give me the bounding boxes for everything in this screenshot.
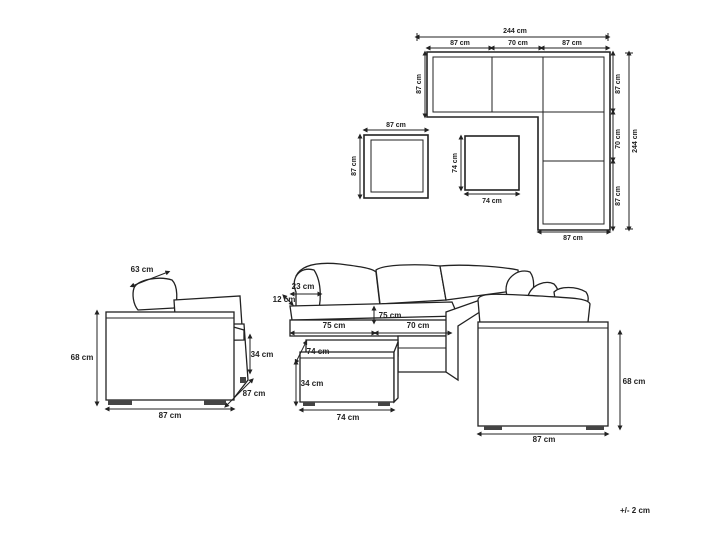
plan-chair-width-label: 87 cm: [386, 122, 406, 129]
plan-armchair: 87 cm 87 cm: [351, 122, 430, 200]
sofa-seat-width-b-label: 70 cm: [407, 321, 430, 330]
dim-overall-width: 244 cm: [414, 28, 611, 41]
sofa-seat-width-a-label: 75 cm: [323, 321, 346, 330]
sofa-back-offset-label: 23 cm: [292, 282, 315, 291]
dim-top-segments: 87 cm 70 cm 87 cm: [425, 40, 611, 51]
bottom-87-label: 87 cm: [563, 235, 583, 242]
plan-table-width-label: 74 cm: [482, 198, 502, 205]
plan-chair-depth-label: 87 cm: [351, 156, 358, 176]
dim-plan-bottom: 87 cm: [536, 229, 612, 242]
armchair-leg-back: [240, 377, 246, 383]
table-leg-right: [378, 402, 390, 406]
table-top-depth-label: 74 cm: [307, 347, 330, 356]
table-width-label: 74 cm: [337, 413, 360, 422]
side-87-right-top-label: 87 cm: [615, 74, 622, 94]
sofa-seat-depth-label: 75 cm: [379, 311, 402, 320]
dim-overall-depth: 244 cm: [625, 50, 639, 232]
overall-depth-label: 244 cm: [632, 129, 639, 153]
tolerance-note: +/- 2 cm: [620, 506, 650, 515]
dim-plan-right: 87 cm 70 cm 87 cm: [610, 50, 622, 232]
armchair-seat-height-label: 34 cm: [251, 350, 274, 359]
side-70-right-label: 70 cm: [615, 129, 622, 149]
sofa-width-label: 87 cm: [533, 435, 556, 444]
plan-table-depth-label: 74 cm: [452, 153, 459, 173]
plan-table: 74 cm 74 cm: [452, 134, 521, 205]
sofa-dims: 23 cm 12 cm 75 cm 75 cm 70 cm 68 cm 87 c…: [273, 282, 646, 444]
sofa-height-label: 68 cm: [623, 377, 646, 386]
seg-87-a-label: 87 cm: [450, 40, 470, 47]
sofa-leg-left: [484, 426, 502, 430]
side-87-left-label: 87 cm: [416, 74, 423, 94]
overall-width-label: 244 cm: [503, 28, 527, 35]
sofa-arm-offset-label: 12 cm: [273, 295, 296, 304]
table-leg-left: [303, 402, 315, 406]
armchair-leg-left: [108, 400, 132, 405]
armchair-leg-right: [204, 400, 226, 405]
seg-70-label: 70 cm: [508, 40, 528, 47]
armchair-drawing: [105, 277, 249, 405]
armchair-dims: 63 cm 68 cm 34 cm 87 cm 87 cm: [71, 265, 274, 420]
dim-plan-left: 87 cm: [416, 50, 428, 119]
coffee-table-drawing: [299, 339, 399, 406]
sofa-drawing: [289, 262, 609, 430]
armchair-depth-label: 87 cm: [243, 389, 266, 398]
coffee-table-dims: 74 cm 34 cm 74 cm: [293, 339, 396, 422]
sofa-leg-right: [586, 426, 604, 430]
seg-87-b-label: 87 cm: [562, 40, 582, 47]
side-87-right-bottom-label: 87 cm: [615, 186, 622, 206]
armchair-cushion-label: 63 cm: [131, 265, 154, 274]
armchair-width-label: 87 cm: [159, 411, 182, 420]
table-height-label: 34 cm: [301, 379, 324, 388]
armchair-height-label: 68 cm: [71, 353, 94, 362]
